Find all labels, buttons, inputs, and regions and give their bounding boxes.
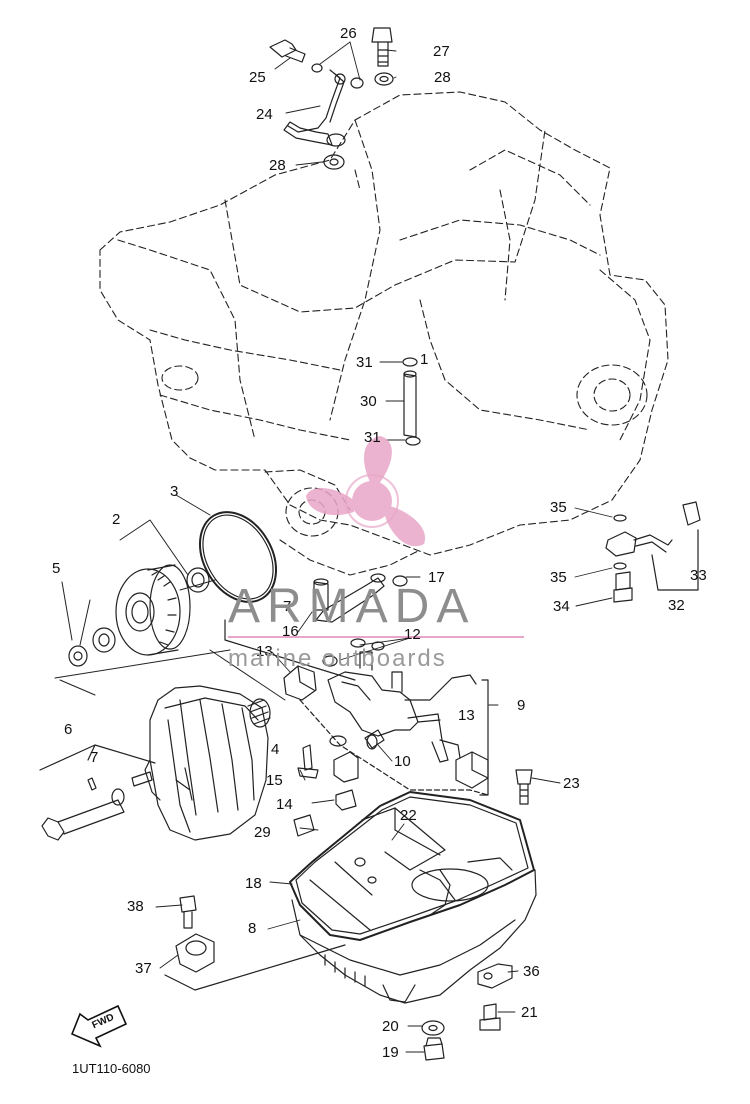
callout-6: 6 [64,721,73,738]
callout-8: 8 [248,920,257,937]
callout-7b: 7 [283,598,292,615]
filter-cover-7 [144,685,269,841]
callout-12: 12 [404,626,421,643]
oil-filter-2 [68,564,210,667]
callout-19: 19 [382,1044,399,1061]
fwd-arrow-icon [70,1004,128,1048]
callout-32: 32 [668,597,685,614]
watermark-brand: ARMADA [228,580,476,633]
callout-25: 25 [249,69,266,86]
spring-4 [247,698,271,728]
callout-33: 33 [690,567,707,584]
oil-pump-assembly-9 [224,573,489,811]
callout-35a: 35 [550,499,567,516]
dowel-pin-30 [402,357,421,446]
callout-27: 27 [433,43,450,60]
callout-10: 10 [394,753,411,770]
callout-28a: 28 [434,69,451,86]
callout-26: 26 [340,25,357,42]
propeller-icon [306,436,426,547]
sleeve-29 [293,814,315,837]
oil-pan-8 [289,791,537,1004]
washer-20 [421,1020,445,1036]
callout-5: 5 [52,560,61,577]
callout-brackets [54,519,286,701]
callout-24: 24 [256,106,273,123]
callout-13b: 13 [458,707,475,724]
callout-31b: 31 [364,429,381,446]
bolt-23 [515,769,533,805]
callout-1: 1 [420,351,429,368]
drawing-code: 1UT110-6080 [72,1061,151,1076]
drain-bolt-19 [423,1037,445,1061]
switch-lead-32 [605,501,701,603]
callout-37: 37 [135,960,152,977]
callout-30: 30 [360,393,377,410]
cover-bolt-6 [39,744,156,841]
sensor-37 [164,895,346,991]
callout-35b: 35 [550,569,567,586]
callout-21: 21 [521,1004,538,1021]
callout-2: 2 [112,511,121,528]
callout-23: 23 [563,775,580,792]
callout-13a: 13 [256,643,273,660]
oring-3 [199,511,277,603]
callout-18: 18 [245,875,262,892]
callout-36: 36 [523,963,540,980]
callout-14: 14 [276,796,293,813]
callout-16: 16 [282,623,299,640]
leader-lines [155,41,613,1053]
callout-15: 15 [266,772,283,789]
callout-38: 38 [127,898,144,915]
callout-7a: 7 [90,749,99,766]
callout-29: 29 [254,824,271,841]
callout-22: 22 [400,807,417,824]
top-fittings [269,27,394,170]
callout-9: 9 [517,697,526,714]
callout-3: 3 [170,483,179,500]
callout-4: 4 [271,741,280,758]
plate-36 [477,963,513,1031]
callout-28b: 28 [269,157,286,174]
callout-31a: 31 [356,354,373,371]
callout-17: 17 [428,569,445,586]
callout-34: 34 [553,598,570,615]
watermark-tagline: marine outboards [228,645,447,672]
callout-20: 20 [382,1018,399,1035]
